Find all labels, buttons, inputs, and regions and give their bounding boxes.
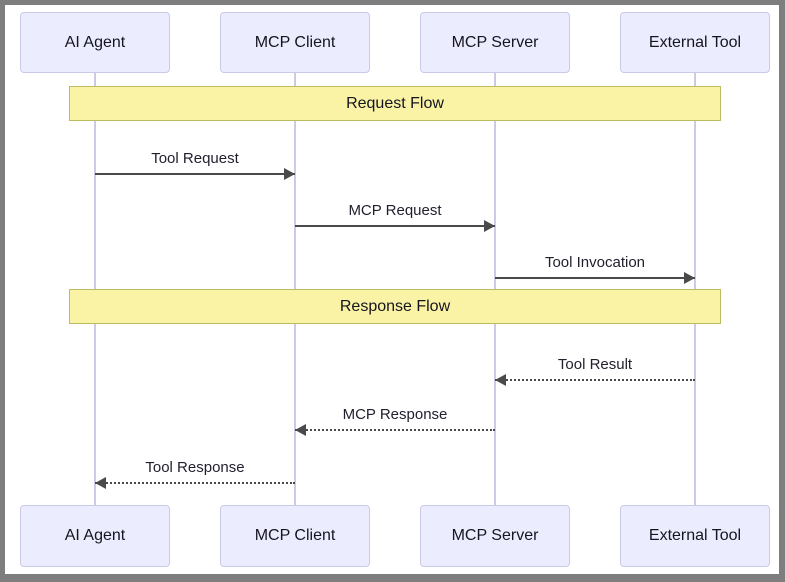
actor-label: External Tool [648,33,742,51]
message-label: Tool Result [557,356,633,373]
arrowhead-right-icon [684,272,695,284]
section-banner-request-flow: Request Flow [69,86,721,121]
message-label: MCP Request [348,202,442,219]
actor-top-external-tool: External Tool [620,12,770,73]
message-label: Tool Invocation [544,254,646,271]
message-tool-invocation: Tool Invocation [495,253,695,284]
message-tool-response: Tool Response [95,458,295,489]
section-banner-response-flow: Response Flow [69,289,721,324]
message-mcp-response: MCP Response [295,405,495,436]
message-line [495,272,695,284]
actor-bottom-ai-agent: AI Agent [20,505,170,567]
arrowhead-left-icon [95,477,106,489]
section-label: Request Flow [346,94,444,112]
message-label: Tool Response [145,459,245,476]
actor-label: MCP Server [451,527,539,544]
message-line [295,220,495,232]
actor-label: AI Agent [64,33,126,51]
message-tool-request: Tool Request [95,149,295,180]
actor-top-mcp-client: MCP Client [220,12,370,73]
message-label: Tool Request [151,150,239,167]
arrowhead-right-icon [284,168,295,180]
actor-label: External Tool [648,527,742,544]
message-line [95,477,295,489]
message-mcp-request: MCP Request [295,201,495,232]
actor-label: AI Agent [64,527,126,544]
actor-label: MCP Server [451,33,539,51]
arrowhead-left-icon [495,374,506,386]
actor-label: MCP Client [254,527,336,544]
section-label: Response Flow [339,297,451,315]
actor-bottom-mcp-server: MCP Server [420,505,570,567]
actor-top-mcp-server: MCP Server [420,12,570,73]
actor-label: MCP Client [254,33,336,51]
actor-bottom-mcp-client: MCP Client [220,505,370,567]
arrowhead-left-icon [295,424,306,436]
message-tool-result: Tool Result [495,355,695,386]
arrowhead-right-icon [484,220,495,232]
actor-top-ai-agent: AI Agent [20,12,170,73]
message-line [495,374,695,386]
message-line [95,168,295,180]
message-label: MCP Response [342,406,448,423]
message-line [295,424,495,436]
actor-bottom-external-tool: External Tool [620,505,770,567]
sequence-diagram-canvas: AI Agent MCP Client MCP Server External … [5,5,779,574]
